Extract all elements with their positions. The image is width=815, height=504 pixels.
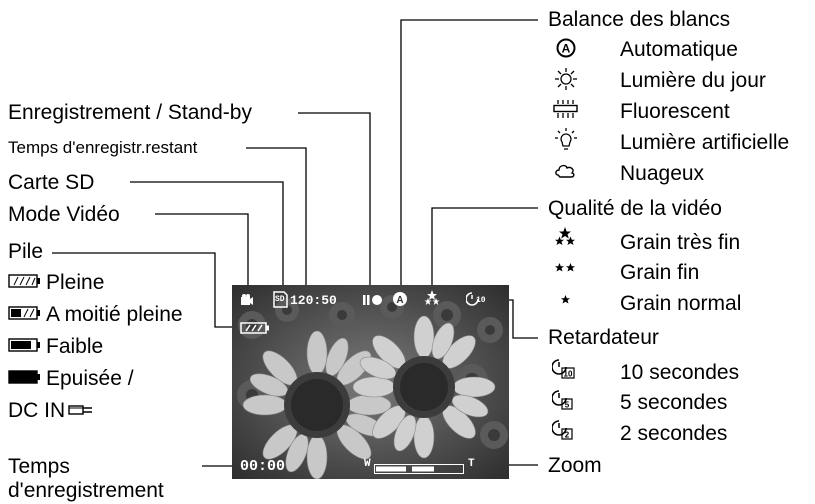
label-battery-half: A moitié pleine: [46, 303, 183, 326]
label-timer-5: 5 secondes: [620, 391, 728, 414]
label-quality-superfine: Grain très fin: [620, 231, 741, 254]
recording-time-readout: 00:00: [240, 458, 286, 475]
label-wb-daylight: Lumière du jour: [620, 69, 766, 92]
svg-text:5: 5: [565, 401, 570, 410]
label-recording-time-1: Temps: [8, 455, 70, 478]
label-video-mode: Mode Vidéo: [8, 203, 120, 226]
label-battery-low: Faible: [46, 335, 104, 358]
auto-wb-icon: A: [392, 291, 408, 312]
quality-stars-icon: [423, 289, 441, 312]
label-quality-normal: Grain normal: [620, 292, 742, 315]
record-icon: [362, 293, 384, 312]
quality-fine-icon: [554, 261, 576, 279]
label-dc-in: DC IN: [8, 399, 66, 422]
label-white-balance: Balance des blancs: [548, 8, 731, 31]
quality-normal-icon: [560, 293, 572, 311]
label-zoom: Zoom: [548, 454, 602, 477]
battery-icon: [240, 321, 270, 339]
zoom-w-label: W: [364, 458, 371, 470]
label-battery-full: Pleine: [46, 271, 105, 294]
label-quality-fine: Grain fin: [620, 261, 700, 284]
camera-screen: SD 120:50 A 10 00:00 W T: [232, 285, 509, 479]
battery-low-icon: [8, 337, 42, 358]
wb-artificial-icon: [554, 128, 578, 157]
quality-superfine-icon: [554, 226, 576, 253]
self-timer-icon: 10: [465, 291, 486, 312]
timer-10-icon: 10: [551, 357, 576, 384]
label-wb-auto: Automatique: [620, 38, 738, 61]
label-recording-time-2: d'enregistrement: [8, 479, 164, 502]
sd-card-text: SD: [275, 295, 285, 304]
svg-text:A: A: [396, 295, 403, 306]
label-self-timer: Retardateur: [548, 326, 659, 349]
zoom-bar: [374, 461, 464, 479]
zoom-t-label: T: [468, 458, 475, 470]
timer-5-icon: 5: [551, 388, 576, 415]
label-sd-card: Carte SD: [8, 171, 95, 194]
self-timer-text: 10: [476, 296, 486, 305]
wb-fluorescent-icon: [553, 98, 579, 125]
video-camera-icon: [240, 293, 254, 312]
svg-text:A: A: [562, 42, 571, 56]
label-wb-cloudy: Nuageux: [620, 162, 705, 185]
timer-2-icon: 2: [551, 418, 576, 445]
label-time-remaining: Temps d'enregistr.restant: [8, 138, 198, 157]
label-recording-standby: Enregistrement / Stand-by: [8, 101, 252, 124]
dc-plug-icon: [68, 402, 94, 423]
label-battery-empty: Epuisée /: [46, 367, 134, 390]
battery-half-icon: [8, 305, 42, 326]
wb-auto-icon: A: [556, 38, 576, 63]
sd-card-icon: SD: [272, 291, 288, 313]
sunflower-preview-image: [232, 285, 509, 479]
remaining-time-readout: 120:50: [290, 293, 337, 308]
label-video-quality: Qualité de la vidéo: [548, 197, 722, 220]
label-wb-fluorescent: Fluorescent: [620, 100, 730, 123]
wb-daylight-icon: [554, 67, 578, 96]
label-battery: Pile: [8, 240, 44, 263]
svg-text:2: 2: [565, 431, 570, 440]
svg-text:10: 10: [564, 370, 573, 379]
label-timer-10: 10 secondes: [620, 361, 740, 384]
label-timer-2: 2 secondes: [620, 422, 728, 445]
battery-empty-icon: [8, 369, 42, 390]
battery-full-icon: [8, 273, 42, 294]
label-wb-artificial: Lumière artificielle: [620, 131, 790, 154]
wb-cloudy-icon: [554, 161, 578, 184]
